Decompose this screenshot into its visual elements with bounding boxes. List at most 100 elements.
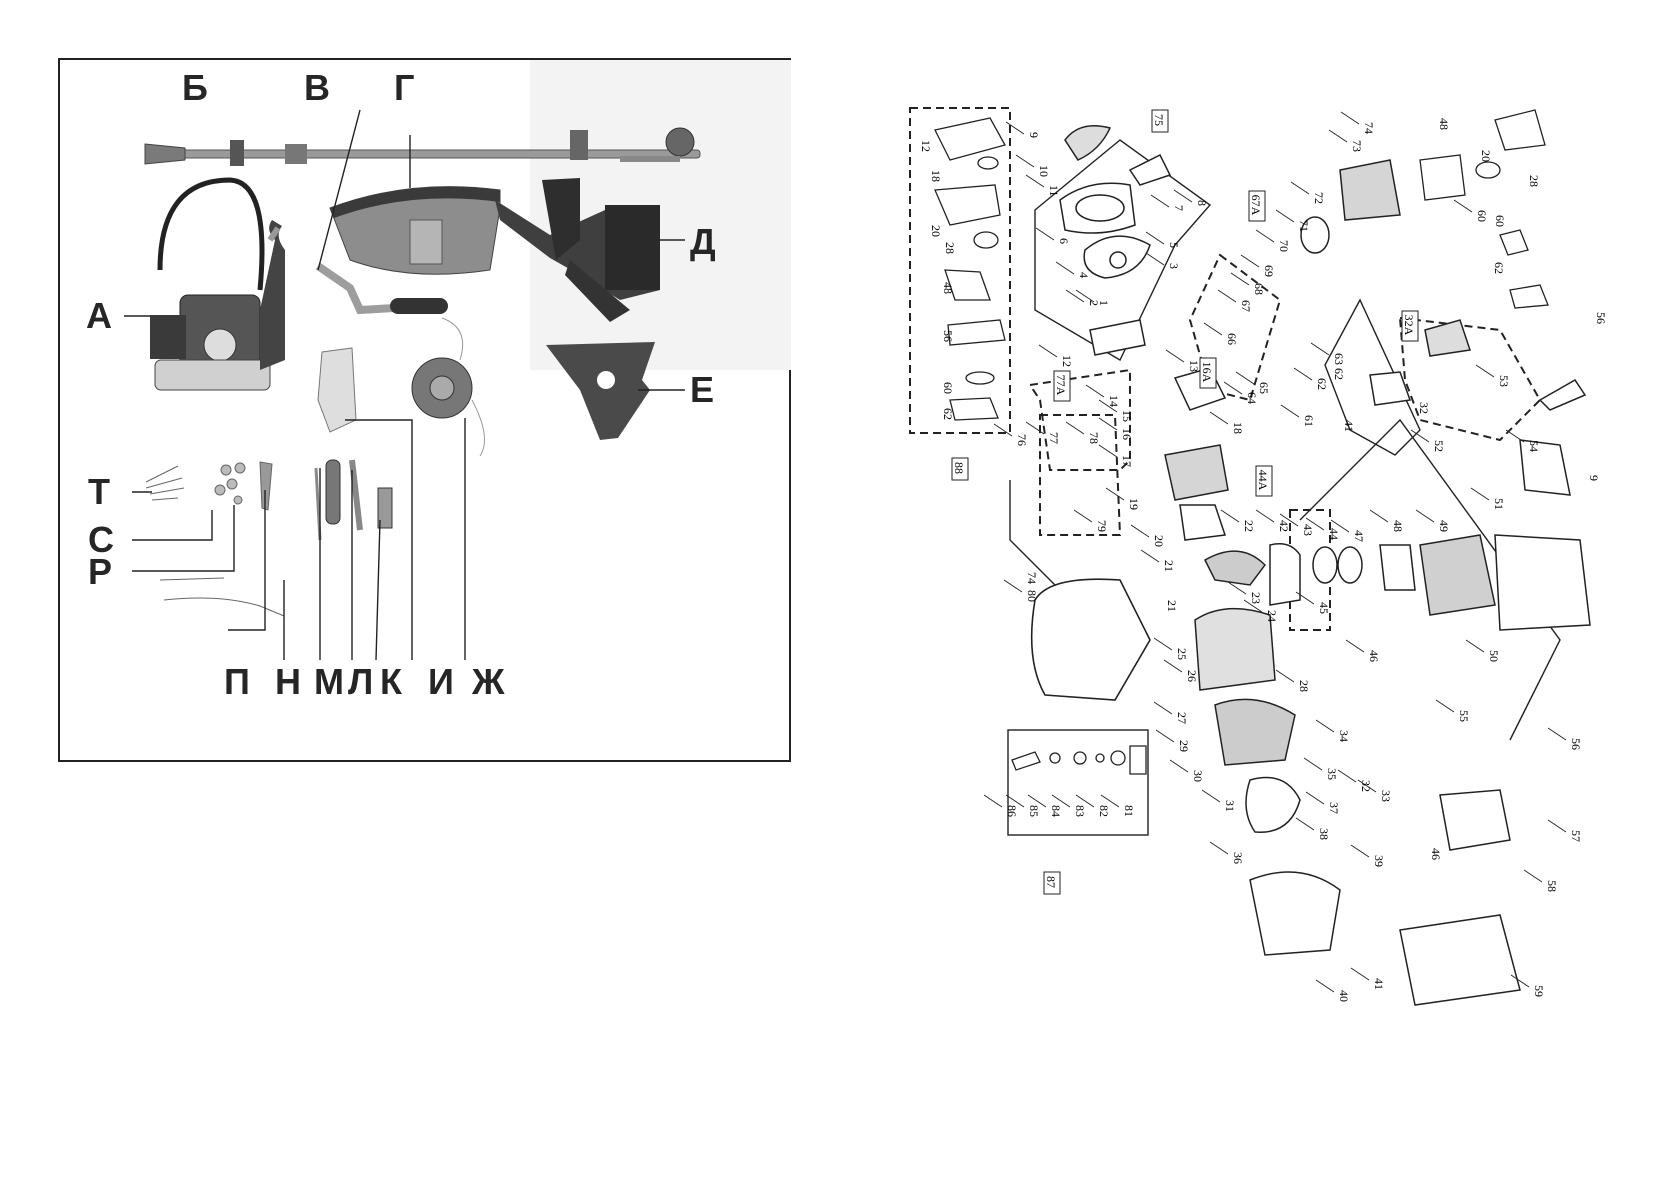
fuel-tank-part (1030, 578, 1151, 701)
kit-contents-panel: А Б В Г Д Е Т С Р П Н М Л К И Ж (58, 58, 791, 762)
part-number-55: 55 (1457, 710, 1471, 722)
leader-line-52 (1410, 429, 1430, 443)
part-number-46-alt-17: 46 (1429, 848, 1443, 860)
part-number-46: 46 (1367, 650, 1381, 662)
part-number-3: 3 (1167, 263, 1181, 269)
leader-line-21 (1140, 549, 1160, 563)
part-number-12-alt-0: 12 (919, 140, 933, 152)
leader-line-34 (1315, 719, 1335, 733)
leader-line-54 (1505, 429, 1525, 443)
part-number-20-alt-2: 20 (929, 225, 943, 237)
part-number-71: 71 (1297, 220, 1311, 232)
group-16a (1028, 368, 1131, 471)
part-number-62-alt-12: 62 (1492, 262, 1506, 274)
leader-line-78 (1065, 421, 1085, 435)
part-number-60: 60 (1475, 210, 1489, 222)
leader-line-40 (1315, 979, 1335, 993)
leader-line-30 (1169, 759, 1189, 773)
leader-line-85 (1005, 794, 1025, 808)
part-number-65: 65 (1257, 382, 1271, 394)
label-n: Н (275, 661, 301, 702)
part-number-28-alt-3: 28 (943, 242, 957, 254)
part-number-19: 19 (1127, 498, 1141, 510)
part-number-49: 49 (1437, 520, 1451, 532)
leader-line-41 (1350, 967, 1370, 981)
leader-line-3 (1145, 252, 1165, 266)
leader-line-72 (1290, 181, 1310, 195)
label-d: Д (690, 221, 716, 262)
leader-line-39 (1350, 844, 1370, 858)
part-number-60-alt-11: 60 (1493, 215, 1507, 227)
part-number-72: 72 (1312, 192, 1326, 204)
part-number-9-alt-14: 9 (1587, 475, 1601, 481)
part-number-28-alt-10: 28 (1527, 175, 1541, 187)
group-77a (1039, 414, 1122, 536)
leader-lines (983, 111, 1567, 993)
leader-line-56 (1547, 727, 1567, 741)
leader-line-79 (1073, 509, 1093, 523)
leader-line-55 (1435, 699, 1455, 713)
label-zh: Ж (472, 661, 505, 702)
group-67a (1188, 253, 1282, 402)
part-number-36: 36 (1231, 852, 1245, 864)
part-number-86: 86 (1005, 805, 1019, 817)
leader-line-13 (1165, 349, 1185, 363)
leader-line-6 (1035, 227, 1055, 241)
label-e: Е (690, 369, 715, 410)
part-number-51: 51 (1492, 498, 1506, 510)
trimmer-head-image (411, 317, 485, 457)
part-number-83: 83 (1073, 805, 1087, 817)
part-number-74-alt-15: 74 (1025, 572, 1039, 584)
leader-line-24 (1243, 599, 1263, 613)
part-number-5: 5 (1167, 242, 1181, 248)
label-b: Б (182, 67, 208, 108)
part-number-76: 76 (1015, 434, 1029, 446)
leader-line-82 (1075, 794, 1095, 808)
mixing-bottle-image (317, 347, 357, 433)
part-number-62-alt-20: 62 (1332, 368, 1346, 380)
recoil-starter-parts (1059, 125, 1172, 356)
part-number-64: 64 (1245, 392, 1259, 404)
leader-line-64 (1223, 381, 1243, 395)
part-number-63: 63 (1332, 353, 1346, 365)
leader-line-18 (1209, 411, 1229, 425)
leader-line-67 (1217, 289, 1237, 303)
small-hardware-image (145, 461, 285, 617)
leader-line-22 (1220, 509, 1240, 523)
part-number-35: 35 (1325, 768, 1339, 780)
label-p: П (224, 661, 250, 702)
part-number-82: 82 (1097, 805, 1111, 817)
part-number-59: 59 (1532, 985, 1546, 997)
loop-handle-image (315, 262, 448, 315)
part-number-29: 29 (1177, 740, 1191, 752)
shaft-assembly-image (144, 127, 701, 166)
leader-line-68 (1230, 272, 1250, 286)
leader-line-8 (1173, 189, 1193, 203)
part-number-6: 6 (1057, 238, 1071, 244)
part-number-18-alt-1: 18 (929, 170, 943, 182)
part-number-38: 38 (1317, 828, 1331, 840)
trimmer-guard-image (329, 186, 501, 275)
part-number-23: 23 (1249, 592, 1263, 604)
cylinder-muffler-parts (1269, 159, 1591, 1006)
part-number-34: 34 (1337, 730, 1351, 742)
part-number-62-alt-7: 62 (941, 408, 955, 420)
leader-line-20 (1130, 524, 1150, 538)
kit-87-parts (1011, 745, 1147, 775)
leader-line-23 (1227, 581, 1247, 595)
part-number-15: 15 (1120, 410, 1134, 422)
leader-line-58 (1523, 869, 1543, 883)
leader-line-70 (1255, 229, 1275, 243)
label-s: С (88, 519, 114, 560)
ref-75: 75 (1152, 114, 1166, 126)
leader-line-11 (1025, 174, 1045, 188)
leader-line-66 (1203, 322, 1223, 336)
part-number-22: 22 (1242, 520, 1256, 532)
label-t: Т (88, 471, 110, 512)
leader-line-84 (1027, 794, 1047, 808)
part-number-21-alt-16: 21 (1165, 600, 1179, 612)
part-number-41: 41 (1372, 978, 1386, 990)
leader-line-83 (1051, 794, 1071, 808)
